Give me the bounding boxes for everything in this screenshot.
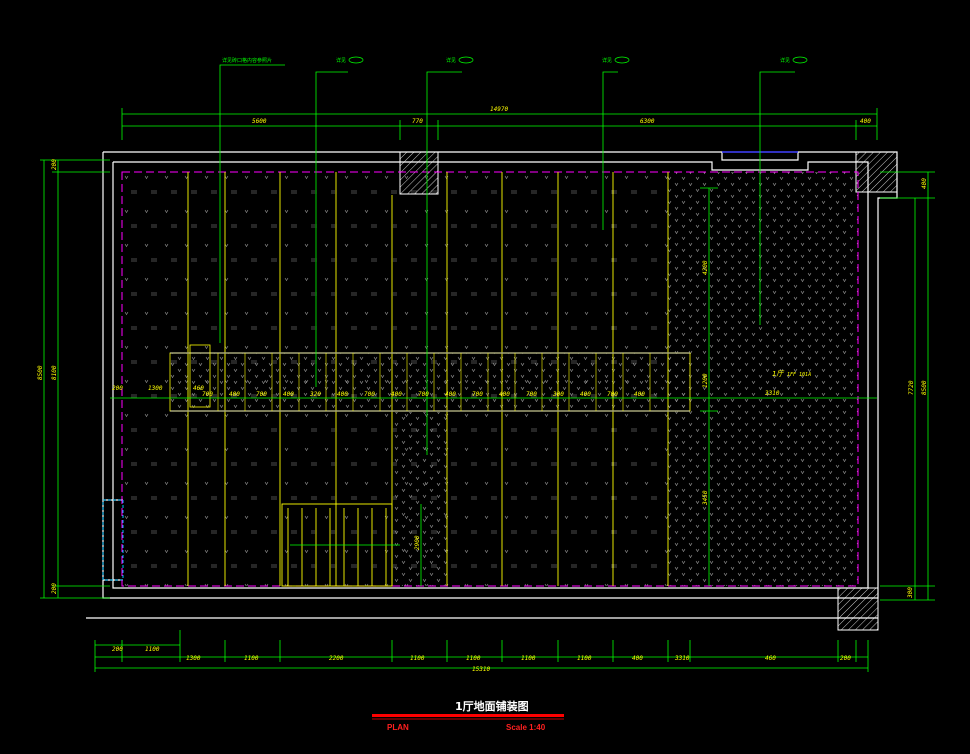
bottom-seg-dims: 1300 1100 2200 1100 1100 1100 1100 400 3… xyxy=(186,655,851,662)
svg-text:400: 400 xyxy=(499,391,510,398)
svg-text:1100: 1100 xyxy=(244,655,259,662)
svg-text:700: 700 xyxy=(418,391,429,398)
svg-text:700: 700 xyxy=(202,391,213,398)
dim-inner-lower: 3450 xyxy=(702,490,709,506)
room-name: 1厅 xyxy=(772,370,785,378)
svg-text:320: 320 xyxy=(309,391,321,398)
svg-text:400: 400 xyxy=(580,391,591,398)
svg-text:1100: 1100 xyxy=(466,655,481,662)
structural-columns xyxy=(399,151,898,631)
callout-tags xyxy=(348,56,808,64)
dim-left-inner: 8100 xyxy=(51,365,58,380)
dim-band-small: 460 xyxy=(193,385,204,392)
inner-dimensions xyxy=(290,187,877,586)
door-opening xyxy=(102,499,124,581)
callout-texts: 详见砖口格内容参照片 详见 详见 详见 详见 xyxy=(222,57,790,64)
callout-text: 详见 xyxy=(602,57,612,64)
room-area: 1FF 101A xyxy=(787,372,811,378)
svg-text:200: 200 xyxy=(840,655,851,662)
tile-lines xyxy=(187,172,669,587)
svg-text:400: 400 xyxy=(632,655,643,662)
svg-text:3310: 3310 xyxy=(674,655,690,662)
svg-text:400: 400 xyxy=(229,391,240,398)
svg-text:1100: 1100 xyxy=(577,655,592,662)
floor-boundary xyxy=(121,171,859,587)
callout-text: 详见砖口格内容参照片 xyxy=(222,57,272,64)
dim-inner-band: 1200 xyxy=(702,373,709,388)
svg-text:700: 700 xyxy=(526,391,537,398)
dim-left-top: 200 xyxy=(51,159,58,170)
plan-label: PLAN xyxy=(387,723,409,732)
scale-label: Scale 1:40 xyxy=(506,723,546,732)
dim-top-seg: 400 xyxy=(860,118,871,125)
dim-top-seg: 6300 xyxy=(640,118,655,125)
svg-text:700: 700 xyxy=(607,391,618,398)
callout-text: 详见 xyxy=(780,57,790,64)
svg-text:460: 460 xyxy=(765,655,776,662)
svg-text:700: 700 xyxy=(472,391,483,398)
floor-patterns xyxy=(122,172,858,586)
right-dimensions xyxy=(880,171,935,601)
dim-top-total: 14970 xyxy=(490,106,508,113)
dim-top-seg: 770 xyxy=(412,118,423,125)
svg-text:400: 400 xyxy=(337,391,348,398)
bottom-dimensions xyxy=(94,630,869,672)
svg-text:300: 300 xyxy=(552,391,564,398)
dim-top-seg: 5600 xyxy=(252,118,267,125)
dim-left-bottom: 200 xyxy=(51,583,58,594)
svg-text:400: 400 xyxy=(391,391,402,398)
dim-bottom-total: 15310 xyxy=(472,666,490,673)
callout-text: 详见 xyxy=(336,57,346,64)
dim-right-outer: 8500 xyxy=(921,380,928,395)
dim-band-left: 200 xyxy=(112,385,123,392)
svg-text:2200: 2200 xyxy=(329,655,344,662)
callout-leaders xyxy=(219,64,795,455)
dim-right-bottom: 300 xyxy=(907,587,914,599)
dim-band-left: 1300 xyxy=(148,385,163,392)
dim-left-outer: 8500 xyxy=(37,365,44,380)
top-dimensions xyxy=(121,108,878,140)
dim-bottom-first: 200 xyxy=(112,646,123,653)
svg-text:400: 400 xyxy=(634,391,645,398)
drawing-title: 1厅地面铺装图 xyxy=(455,699,529,713)
dim-right-top: 400 xyxy=(921,178,928,189)
title-block: 1厅地面铺装图 PLAN Scale 1:40 xyxy=(372,699,564,732)
dim-bottom-first: 1100 xyxy=(145,646,160,653)
callout-text: 详见 xyxy=(446,57,456,64)
dim-inner-upper: 4200 xyxy=(702,260,709,275)
svg-text:1300: 1300 xyxy=(186,655,201,662)
dim-right-inner: 7720 xyxy=(908,380,915,395)
svg-text:1100: 1100 xyxy=(410,655,425,662)
dim-inner-stair: 2900 xyxy=(414,535,421,550)
svg-text:1100: 1100 xyxy=(521,655,536,662)
svg-text:400: 400 xyxy=(283,391,294,398)
band-cell-dims: 700 400 700 400 320 400 700 400 700 400 … xyxy=(202,391,645,398)
svg-text:400: 400 xyxy=(445,391,456,398)
left-dimensions xyxy=(40,159,110,599)
svg-text:700: 700 xyxy=(256,391,267,398)
svg-text:700: 700 xyxy=(364,391,375,398)
tile-band xyxy=(169,344,691,412)
dim-band-right: 3310 xyxy=(764,390,780,397)
